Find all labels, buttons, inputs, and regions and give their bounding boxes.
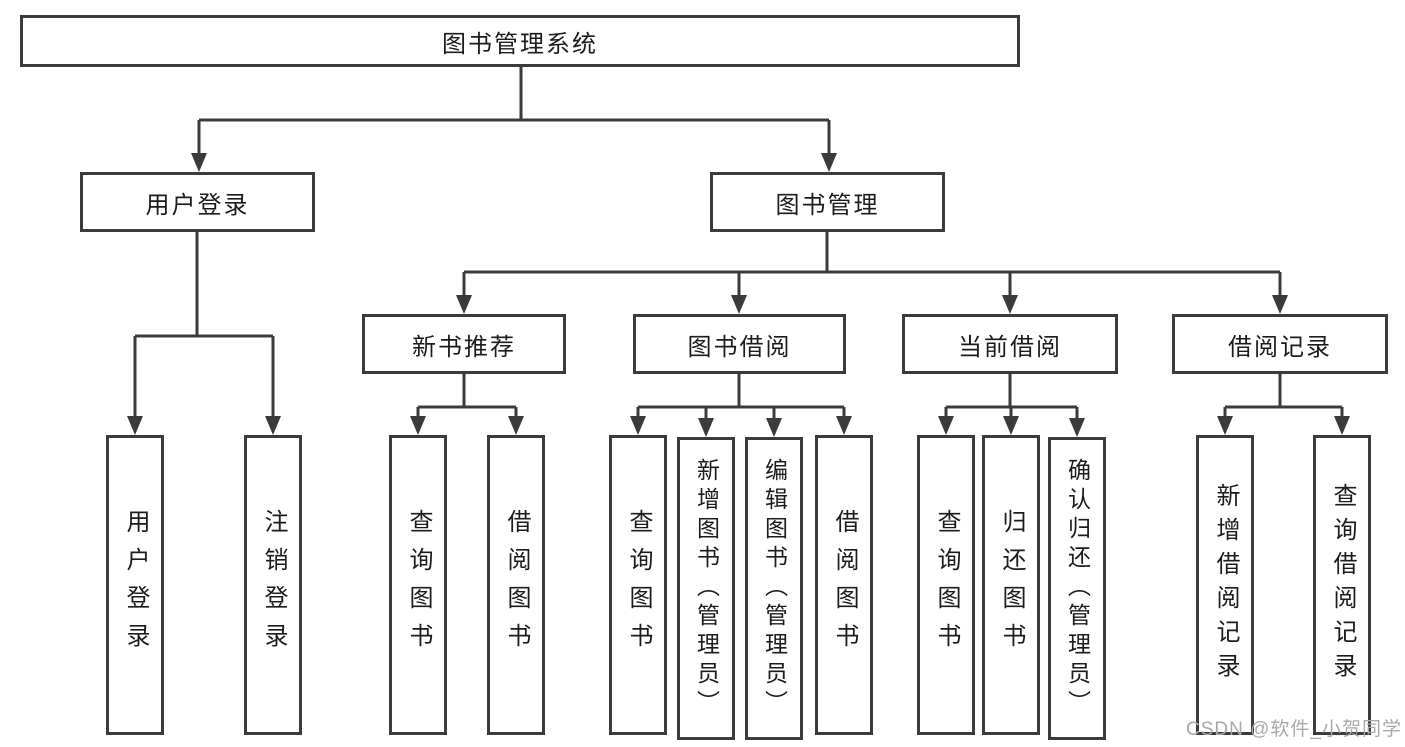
csdn-watermark: CSDN @软件_小贺同学 [1186, 719, 1402, 740]
node-borrow-records: 借阅记录 [1172, 314, 1388, 374]
connector-path [636, 374, 846, 421]
leaf-borrow-books-recommend: 借阅图书 [487, 435, 545, 735]
leaf-query-books-current: 查询图书 [917, 435, 975, 735]
node-new-book-recommend: 新书推荐 [362, 314, 566, 374]
arrowhead-icon [127, 416, 143, 435]
node-current-borrow: 当前借阅 [902, 314, 1118, 374]
connector-path [944, 374, 1079, 421]
leaf-return-books: 归还图书 [982, 435, 1040, 735]
arrowhead-icon [456, 295, 472, 314]
arrowhead-icon [1334, 416, 1350, 435]
connector-path [133, 232, 275, 419]
arrowhead-icon [265, 416, 281, 435]
connector-path [1223, 374, 1344, 419]
connector-path [197, 67, 831, 156]
leaf-user-login: 用户登录 [106, 435, 164, 735]
arrowhead-icon [1003, 416, 1019, 435]
arrowhead-icon [1272, 295, 1288, 314]
connector-user-login-to-leaves [127, 232, 281, 435]
arrowhead-icon [821, 153, 837, 172]
arrowhead-icon [1217, 416, 1233, 435]
arrowhead-icon [410, 416, 426, 435]
connector-new-book-recommend-to-leaves [410, 374, 524, 435]
arrowhead-icon [836, 416, 852, 435]
leaf-query-books-recommend: 查询图书 [389, 435, 447, 735]
connector-borrow-records-to-leaves [1217, 374, 1350, 435]
leaf-add-borrow-record: 新增借阅记录 [1196, 435, 1254, 735]
leaf-borrow-books: 借阅图书 [815, 435, 873, 735]
arrowhead-icon [191, 153, 207, 172]
leaf-logout-login: 注销登录 [244, 435, 302, 735]
connector-path [462, 232, 1282, 298]
node-user-login: 用户登录 [80, 172, 315, 232]
leaf-confirm-return-admin: 确认归还（管理员） [1048, 437, 1106, 740]
arrowhead-icon [938, 416, 954, 435]
arrowhead-icon [630, 416, 646, 435]
leaf-edit-books-admin: 编辑图书（管理员） [745, 437, 803, 740]
connector-current-borrow-to-leaves [938, 374, 1085, 437]
arrowhead-icon [1002, 295, 1018, 314]
node-root-library-management-system: 图书管理系统 [20, 15, 1020, 67]
leaf-query-borrow-record: 查询借阅记录 [1313, 435, 1371, 735]
arrowhead-icon [508, 416, 524, 435]
connector-book-management-to-level3 [456, 232, 1288, 314]
arrowhead-icon [698, 418, 714, 437]
arrowhead-icon [766, 418, 782, 437]
arrowhead-icon [731, 295, 747, 314]
node-book-borrow: 图书借阅 [633, 314, 846, 374]
connector-book-borrow-to-leaves [630, 374, 852, 437]
node-book-management: 图书管理 [710, 172, 945, 232]
connector-path [416, 374, 518, 419]
connector-root-to-level2 [191, 67, 837, 172]
leaf-add-books-admin: 新增图书（管理员） [677, 437, 735, 740]
leaf-query-books-borrow: 查询图书 [609, 435, 667, 735]
arrowhead-icon [1069, 418, 1085, 437]
